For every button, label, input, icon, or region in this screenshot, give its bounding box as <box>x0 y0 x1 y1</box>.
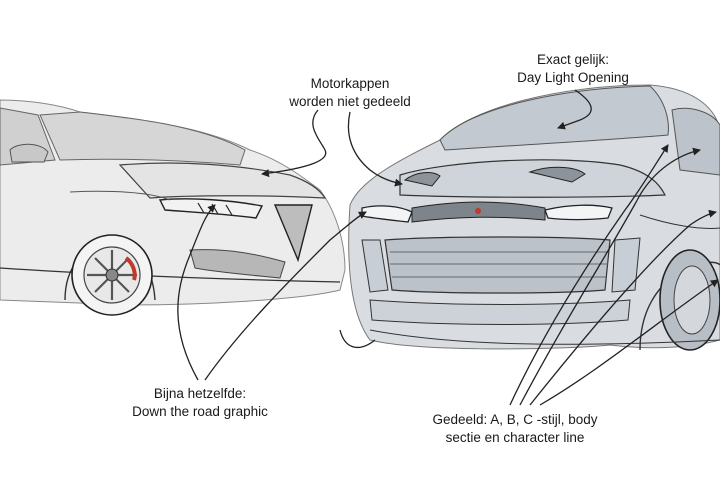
annotation-gedeeld: Gedeeld: A, B, C -stijl, body sectie en … <box>395 411 635 447</box>
annotation-gedeeld-line1: Gedeeld: A, B, C -stijl, body <box>432 412 598 427</box>
left-car-shield-grille <box>273 204 313 263</box>
arrow-gedeeld-b <box>519 147 701 406</box>
right-car-hood-vent-left <box>403 172 441 187</box>
annotation-motorkappen-line2: worden niet gedeeld <box>289 94 411 109</box>
annotation-exact-gelijk: Exact gelijk: Day Light Opening <box>468 51 678 87</box>
left-car-red-caliper <box>124 256 137 281</box>
left-car-lower-grille <box>189 249 286 279</box>
right-car-windshield <box>439 85 669 151</box>
right-car-headlight-right <box>544 204 613 221</box>
arrow-motorkappen-right <box>347 111 403 187</box>
left-car-window <box>39 111 246 166</box>
arrow-exact <box>557 89 592 130</box>
arrow-bijna-left <box>177 204 216 381</box>
left-car <box>0 99 346 316</box>
right-car-headlight-left <box>361 205 413 223</box>
arrow-gedeeld-c <box>529 209 717 406</box>
left-car-mirror <box>9 143 49 163</box>
annotation-bijna-line1: Bijna hetzelfde: <box>153 386 247 401</box>
right-car-hood <box>399 159 666 198</box>
arrow-gedeeld-a <box>509 144 669 406</box>
annotation-bijna-line2: Down the road graphic <box>132 404 268 419</box>
left-car-hood <box>118 162 327 199</box>
annotation-exact-line2: Day Light Opening <box>517 70 629 85</box>
right-car-side-window <box>671 107 720 176</box>
arrow-bijna-right <box>204 211 367 381</box>
annotation-motorkappen: Motorkappen worden niet gedeeld <box>250 75 450 111</box>
annotation-gedeeld-line2: sectie en character line <box>445 430 585 445</box>
right-car-hood-vent-right <box>528 166 586 183</box>
right-car <box>348 84 720 351</box>
annotation-bijna-hetzelfde: Bijna hetzelfde: Down the road graphic <box>110 385 290 421</box>
annotation-arrows <box>177 89 719 406</box>
arrow-motorkappen-left <box>261 109 327 178</box>
right-car-lower-grille <box>384 236 611 294</box>
annotation-exact-line1: Exact gelijk: <box>536 52 610 67</box>
annotation-motorkappen-line1: Motorkappen <box>310 76 390 91</box>
arrow-gedeeld-line <box>539 279 719 406</box>
